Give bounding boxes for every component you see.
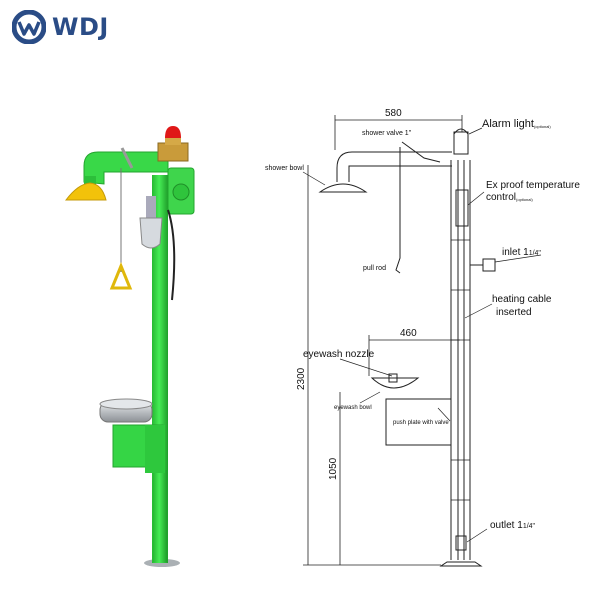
dim-1050-text: 1050 <box>328 457 339 480</box>
dim-2300-text: 2300 <box>296 367 307 390</box>
wdj-logo-icon <box>12 10 46 44</box>
dim-580-text: 580 <box>385 108 402 119</box>
shower-head <box>64 182 107 201</box>
leader-heating <box>464 303 493 319</box>
inlet-drawing <box>482 258 496 272</box>
eyewash-nozzle-label: eyewash nozzle <box>303 349 375 360</box>
leader-outlet <box>466 528 488 543</box>
leader-bowl <box>359 391 381 404</box>
brand-logo: WDJ <box>12 8 109 46</box>
brand-name: WDJ <box>52 13 109 41</box>
leader-inlet <box>494 254 542 263</box>
eyewash-bowl-drawing <box>370 377 420 389</box>
leader-shower-bowl <box>302 171 326 186</box>
leader-push <box>437 407 451 422</box>
explosion-proof-lamp <box>139 217 163 249</box>
pull-rod-label: pull rod <box>363 265 386 272</box>
pull-handle <box>109 262 133 290</box>
eyewash-bowl-label: eyewash bowl <box>334 405 372 411</box>
shower-neck <box>84 176 96 186</box>
dim-460-text: 460 <box>400 328 417 339</box>
outlet-drawing <box>455 535 467 551</box>
heating-label-line1: heating cable <box>492 294 552 305</box>
leader-nozzle <box>339 358 393 377</box>
valve-lever <box>120 147 134 169</box>
heating-label-line2: inserted <box>496 307 532 318</box>
lamp-bracket <box>146 196 156 220</box>
alarm-light-drawing <box>453 131 469 155</box>
shower-arm <box>83 151 169 185</box>
alarm-light-base <box>165 137 181 145</box>
lower-pipe <box>153 470 167 562</box>
shower-bowl-label: shower bowl <box>265 165 304 172</box>
control-box-cap <box>172 183 190 201</box>
lower-panel <box>145 425 165 473</box>
cable <box>167 209 176 301</box>
leader-temp <box>467 191 485 206</box>
shower-valve-label: shower valve 1" <box>362 130 412 137</box>
temperature-control-drawing <box>455 189 469 227</box>
shower-bowl-drawing <box>318 183 368 193</box>
ex-proof-label-line2: control(optional) <box>486 192 533 203</box>
alarm-light-icon <box>165 126 181 138</box>
eyewash-bowl-top <box>99 398 153 410</box>
alarm-light-dome <box>453 128 469 135</box>
push-plate-box <box>385 398 452 446</box>
pull-rod-drawing <box>395 147 401 274</box>
shower-valve-drawing <box>401 141 441 163</box>
inlet-label: inlet 11/4" <box>502 247 541 258</box>
push-plate-label: push plate with valve <box>393 420 449 426</box>
shower-arm-drawing <box>336 151 452 182</box>
base-plate-drawing <box>439 561 483 567</box>
ex-proof-label-line1: Ex proof temperature <box>486 180 580 191</box>
outlet-label: outlet 11/4" <box>490 520 536 531</box>
alarm-light-label: Alarm light(optional) <box>482 118 551 130</box>
eyewash-nozzle-drawing <box>388 373 398 383</box>
leader-alarm <box>468 127 483 135</box>
